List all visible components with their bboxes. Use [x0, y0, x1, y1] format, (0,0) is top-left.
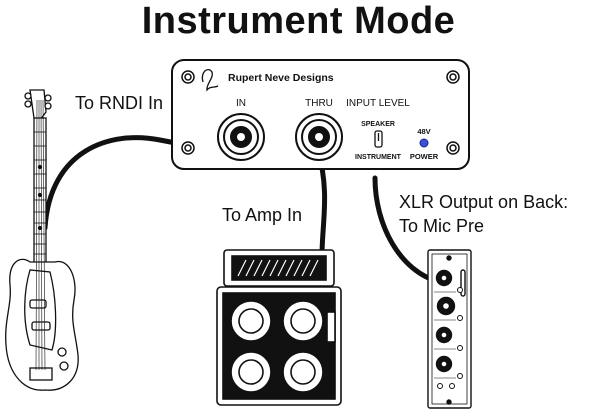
brand-logo [201, 68, 219, 92]
chassis-screws [181, 70, 460, 155]
label-to-rndi-in: To RNDI In [75, 93, 164, 113]
switch-instrument-label: INSTRUMENT [355, 154, 402, 161]
brand-name: Rupert Neve Designs [228, 72, 334, 84]
speaker-cones [230, 300, 324, 393]
jack-in-label: IN [236, 98, 246, 109]
amp-stack-illustration [216, 249, 342, 406]
label-to-amp-in: To Amp In [222, 205, 303, 225]
input-level-switch [374, 130, 383, 148]
input-level-label: INPUT LEVEL [346, 98, 410, 109]
rndi-device [171, 59, 470, 170]
jack-in [217, 113, 265, 161]
switch-speaker-label: SPEAKER [361, 121, 395, 128]
label-to-mic-pre: To Mic Pre [399, 216, 485, 236]
jack-thru-label: THRU [305, 98, 333, 109]
bass-guitar-illustration [5, 89, 79, 391]
label-xlr-output: XLR Output on Back: [399, 192, 569, 212]
mic-pre-module-illustration [427, 249, 472, 409]
power-led [419, 138, 429, 148]
diagram-title: Instrument Mode [141, 0, 456, 42]
jack-thru [295, 113, 343, 161]
power-label: POWER [410, 152, 439, 161]
phantom-label: 48V [417, 127, 430, 136]
